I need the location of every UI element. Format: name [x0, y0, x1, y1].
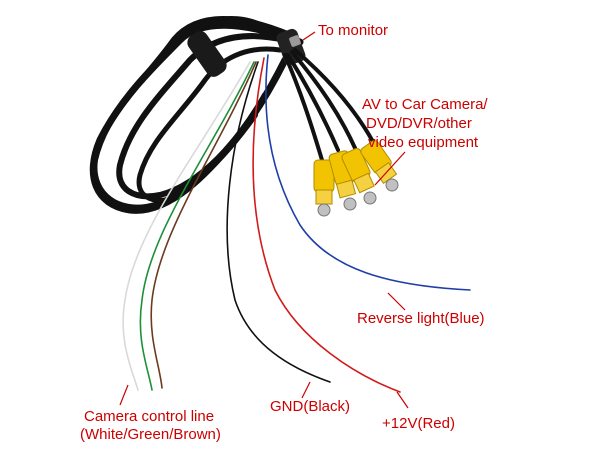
label-av-line-2: DVD/DVR/other — [366, 115, 472, 132]
label-reverse-light: Reverse light(Blue) — [357, 310, 485, 327]
label-av-line-1: AV to Car Camera/ — [362, 96, 488, 113]
colored-wires — [122, 54, 471, 393]
label-12v: +12V(Red) — [382, 415, 455, 432]
label-camera-control-line-2: (White/Green/Brown) — [80, 426, 221, 443]
white-wire — [122, 61, 251, 391]
rca-plug-1 — [313, 159, 335, 217]
label-av-line-3: video equipment — [368, 134, 479, 151]
label-camera-control-line-1: Camera control line — [84, 408, 215, 425]
blue-wire — [265, 54, 471, 291]
leader-lines — [119, 31, 409, 409]
green-wire — [139, 61, 255, 391]
rca-plug-3 — [341, 147, 377, 205]
label-to-monitor: To monitor — [318, 22, 389, 39]
rca-leads — [283, 48, 374, 162]
brown-wire — [150, 61, 257, 389]
black-wire — [226, 61, 331, 383]
label-gnd: GND(Black) — [270, 398, 351, 415]
red-wire — [252, 57, 401, 393]
